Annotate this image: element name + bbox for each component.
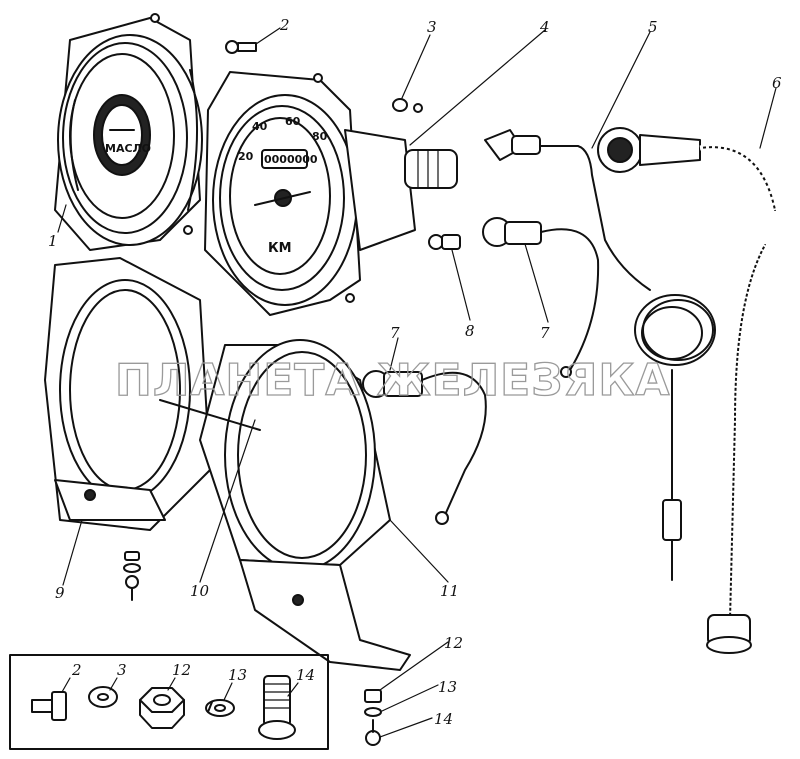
callout-1: 1 — [48, 232, 58, 250]
legend-nut-icon — [139, 687, 185, 729]
screw-icon — [150, 13, 160, 23]
part-1-combination-gauge: МАСЛО — [54, 13, 203, 251]
legend-bolt-icon — [258, 675, 296, 740]
dial-tick-40: 40 — [252, 120, 268, 133]
callout-3: 3 — [427, 18, 437, 36]
callout-7-lower: 7 — [390, 324, 400, 342]
callout-13: 13 — [438, 678, 457, 696]
callout-14: 14 — [434, 710, 453, 728]
callout-10: 10 — [190, 582, 210, 600]
part-2-screw — [225, 40, 257, 54]
part-6-flexible-shaft — [597, 127, 778, 654]
callout-2: 2 — [279, 16, 290, 34]
legend-label-3: 3 — [117, 661, 127, 679]
part-3-washer — [392, 98, 423, 113]
legend-washer-icon — [88, 686, 118, 708]
gauge-word: МАСЛО — [105, 142, 151, 155]
legend-label-12: 12 — [172, 661, 191, 679]
callout-7-upper: 7 — [540, 324, 550, 342]
part-11-bracket-ring — [159, 339, 411, 671]
callout-numbers: 1 2 3 4 5 6 7 7 8 9 10 11 12 13 14 — [48, 16, 782, 728]
callout-leaders — [57, 27, 777, 738]
callout-8: 8 — [465, 322, 475, 340]
part-7-lamp-socket-lower — [362, 370, 487, 525]
part-4-speedometer: 0000000 20 40 60 80 КМ — [204, 71, 458, 316]
legend-screw-icon — [31, 691, 67, 721]
part-12-nut — [364, 689, 382, 703]
legend-label-14: 14 — [296, 666, 315, 684]
dial-tick-20: 20 — [238, 150, 254, 163]
part-5-cable-connector — [484, 129, 716, 581]
watermark: ПЛАНЕТА ЖЕЛЕЗЯКА — [115, 355, 670, 406]
callout-12: 12 — [444, 634, 463, 652]
part-9-bracket — [44, 257, 211, 531]
screw-icon — [183, 225, 193, 235]
km-unit: КМ — [268, 241, 292, 256]
part-7-lamp-socket-upper — [482, 217, 600, 378]
odometer-readout: 0000000 — [264, 153, 318, 166]
part-14-bolt — [365, 719, 381, 746]
screw-icon — [313, 73, 323, 83]
callout-9: 9 — [55, 584, 65, 602]
bracket-fasteners-left — [123, 551, 141, 601]
legend-label-13: 13 — [228, 666, 247, 684]
callout-6: 6 — [772, 74, 782, 92]
dial-tick-80: 80 — [312, 130, 328, 143]
callout-4: 4 — [539, 18, 550, 36]
legend-label-2: 2 — [71, 661, 82, 679]
legend-box: 2 3 12 13 14 — [9, 654, 329, 750]
legend-lockwasher-icon — [205, 699, 235, 717]
dial-tick-60: 60 — [285, 115, 301, 128]
callout-11: 11 — [440, 582, 459, 600]
screw-icon — [345, 293, 355, 303]
callout-5: 5 — [648, 18, 658, 36]
part-13-lockwasher — [364, 707, 382, 717]
part-8-bulb — [428, 234, 461, 250]
